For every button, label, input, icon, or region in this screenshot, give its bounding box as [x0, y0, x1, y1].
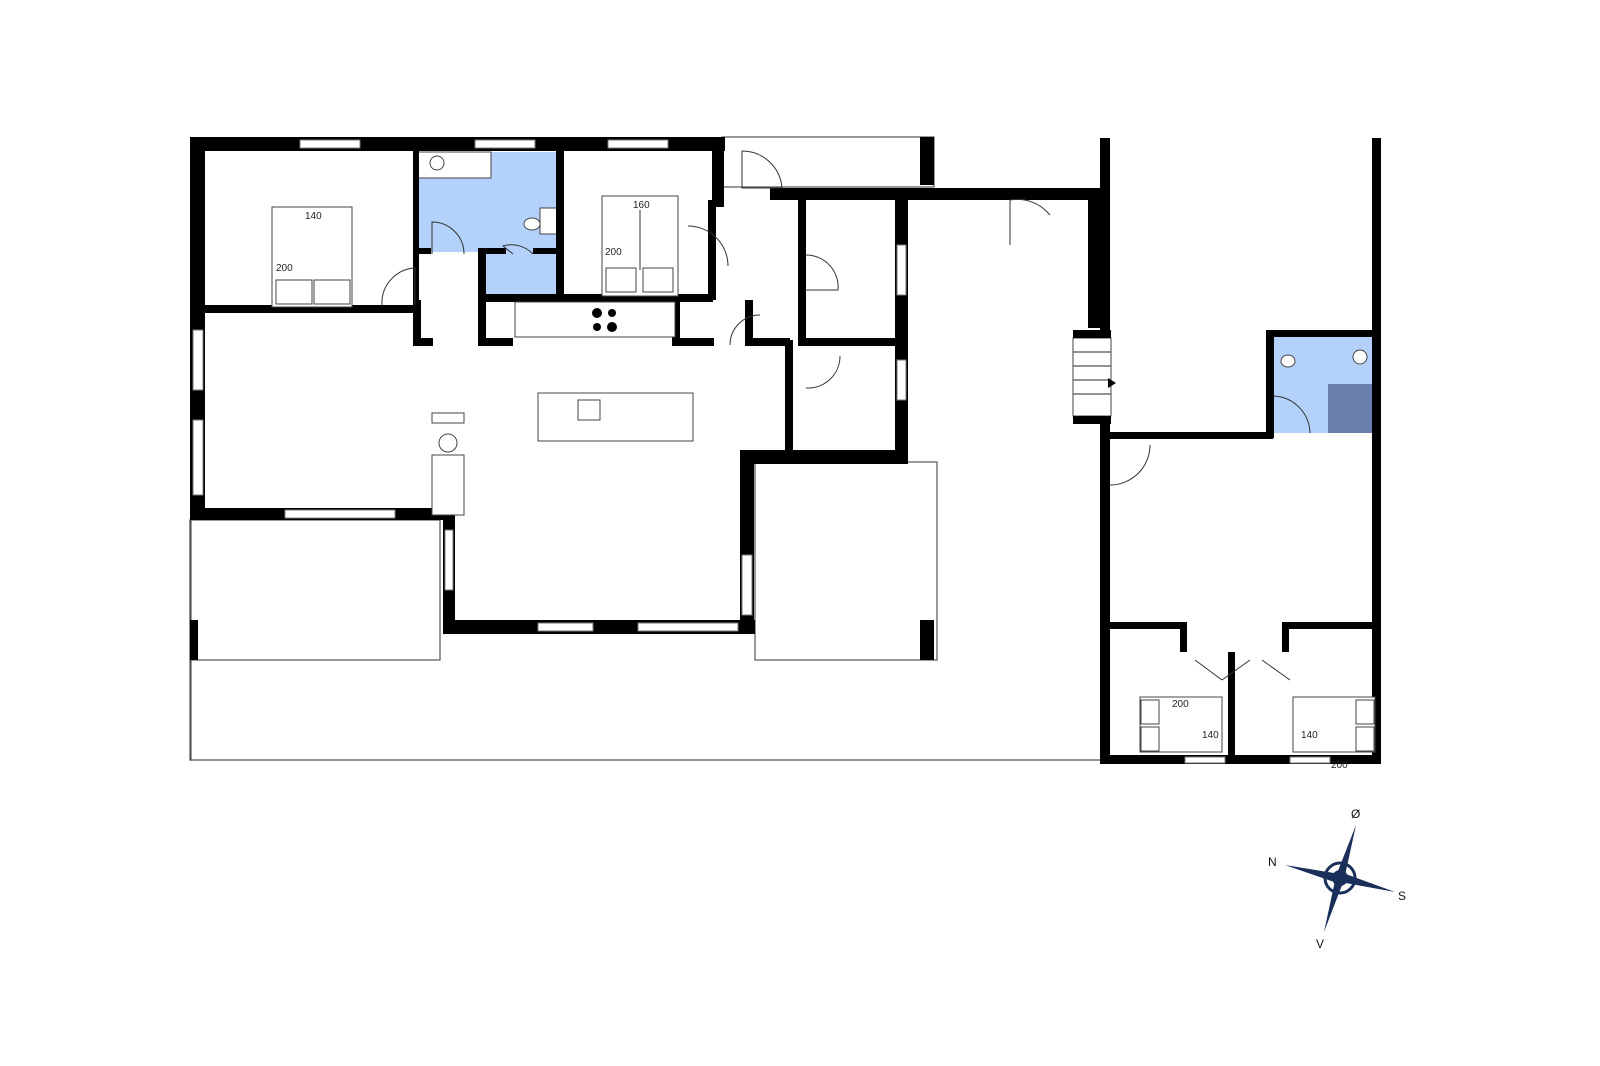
doors [381, 150, 1311, 681]
bathroom-1 [416, 151, 560, 297]
stairs [1072, 330, 1116, 424]
sink-icon [577, 399, 601, 421]
bed-length-label: 200 [1331, 760, 1348, 771]
walls [190, 137, 1381, 764]
compass-south-label: S [1398, 889, 1406, 903]
bed-length-label: 200 [605, 247, 622, 258]
bed-2: 160 200 [601, 195, 679, 297]
kitchen-island [537, 392, 694, 442]
bed-3: 200 140 [1139, 696, 1223, 753]
washbasin-icon [429, 155, 445, 171]
arrow-icon [1108, 378, 1116, 388]
windows [192, 139, 1331, 764]
bed-width-label: 140 [305, 211, 322, 222]
washbasin-icon [1352, 349, 1368, 365]
compass-west-label: V [1316, 937, 1324, 951]
kitchen [431, 301, 694, 516]
bed-length-label: 200 [1172, 699, 1189, 710]
bed-1: 140 200 [271, 206, 353, 308]
shower-area [1328, 384, 1372, 433]
toilet-icon [523, 217, 541, 231]
compass-north-label: N [1268, 855, 1277, 869]
toilet-icon [1280, 354, 1296, 368]
bed-width-label: 140 [1301, 730, 1318, 741]
bed-width-label: 160 [633, 200, 650, 211]
bed-4: 140 200 [1292, 696, 1376, 771]
stove-icon [592, 308, 617, 332]
compass-rose-icon: Ø N S V [1268, 807, 1406, 951]
stove-fireplace-icon [438, 433, 458, 453]
bathroom-2 [1270, 337, 1374, 433]
bed-length-label: 200 [276, 263, 293, 274]
bed-width-label: 140 [1202, 730, 1219, 741]
compass-east-label: Ø [1351, 807, 1360, 821]
